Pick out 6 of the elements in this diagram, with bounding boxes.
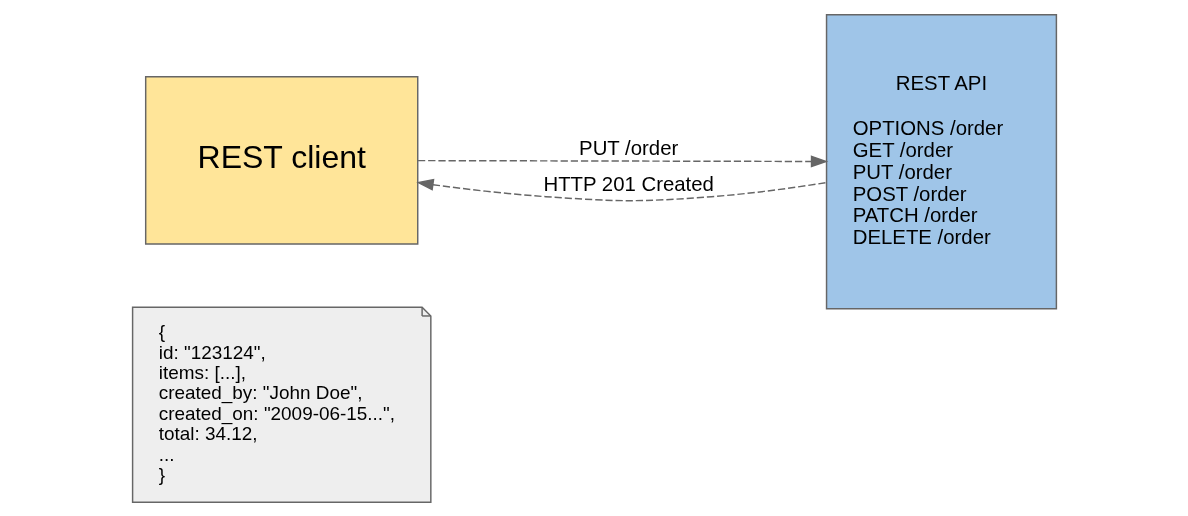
edge-label: HTTP 201 Created bbox=[542, 172, 714, 195]
arrow bbox=[415, 178, 827, 201]
edge-label: PUT /order bbox=[578, 136, 678, 159]
arrow bbox=[416, 154, 828, 168]
node-box: REST API OPTIONS /order GET /order PUT /order POST /order PATCH /order DELETE /order bbox=[825, 13, 1057, 309]
node-box: REST client bbox=[144, 75, 418, 245]
